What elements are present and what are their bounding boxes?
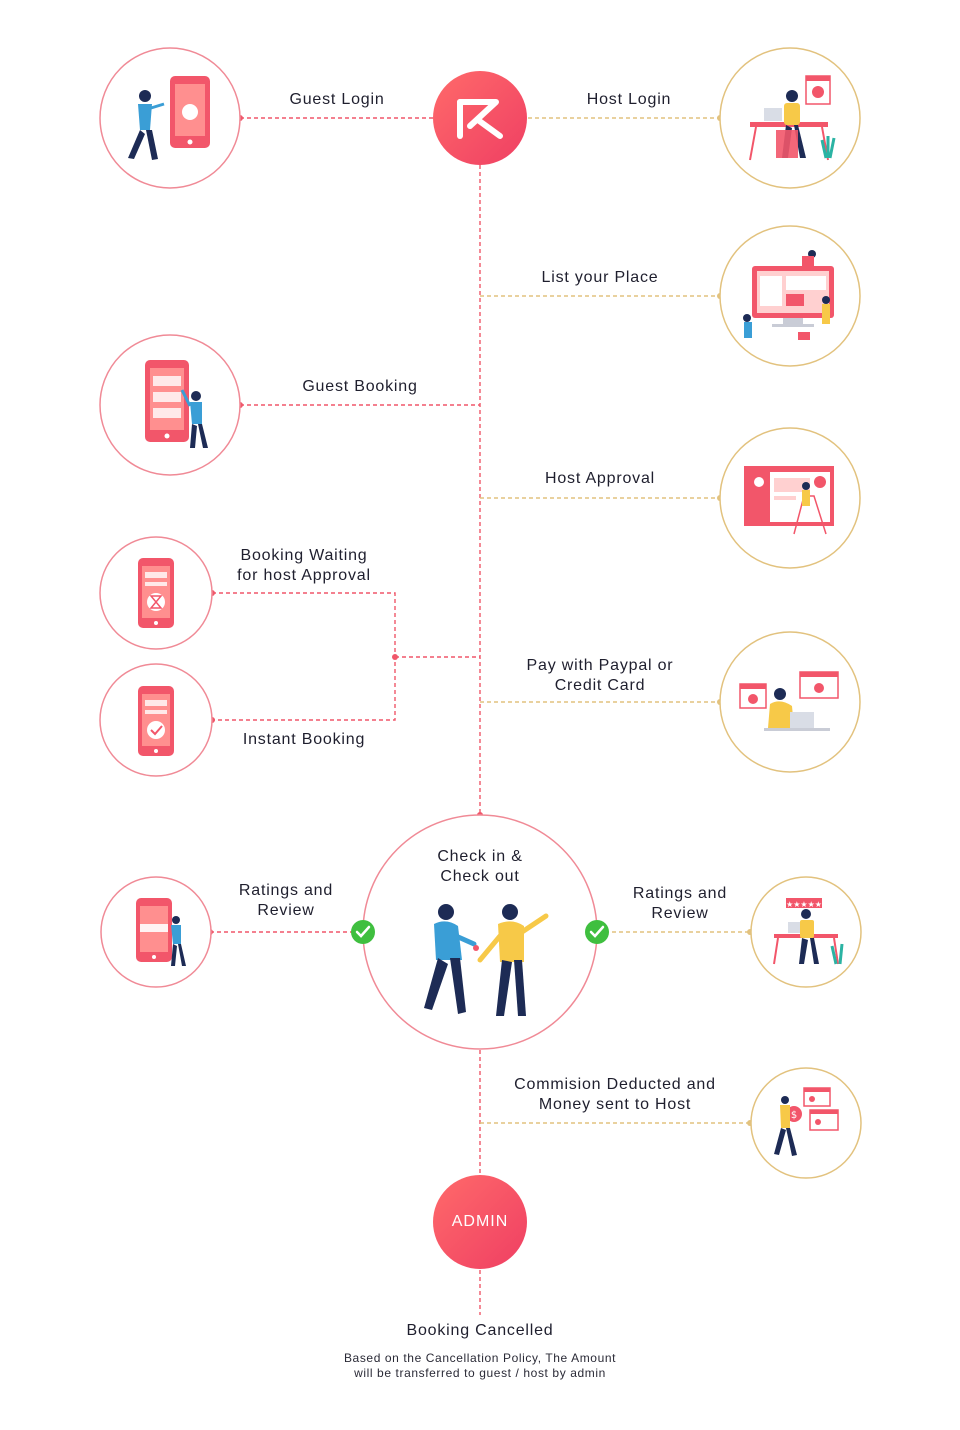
- node-host-login: [719, 47, 861, 189]
- cancellation-note: Based on the Cancellation Policy, The Am…: [343, 1351, 617, 1380]
- label-checkin: Check in & Check out: [437, 848, 523, 885]
- node-guest-login: [99, 47, 241, 189]
- node-pay: [719, 631, 861, 773]
- brand-logo-icon: [457, 99, 503, 139]
- label-host-login: Host Login: [586, 91, 672, 108]
- node-list-place: [719, 225, 861, 367]
- admin-label: ADMIN: [451, 1213, 509, 1230]
- node-ratings-guest: [100, 876, 212, 988]
- host-figure-icon: [477, 904, 549, 1016]
- label-host-approval: Host Approval: [544, 470, 655, 487]
- label-booking-waiting: Booking Waiting for host Approval: [237, 547, 371, 584]
- phone-booking-icon: [145, 360, 208, 448]
- label-ratings-host: Ratings and Review: [632, 885, 728, 922]
- label-booking-cancelled: Booking Cancelled: [406, 1322, 554, 1339]
- dot: [392, 654, 398, 660]
- connectors: [210, 117, 750, 1315]
- node-guest-booking: [99, 334, 241, 476]
- label-commission: Commision Deducted and Money sent to Hos…: [514, 1076, 716, 1113]
- connector-booking-waiting: [212, 592, 396, 721]
- node-host-approval: [719, 427, 861, 569]
- svg-text:$: $: [791, 1110, 797, 1121]
- label-list-place: List your Place: [541, 269, 659, 286]
- logo-hub: [433, 71, 527, 165]
- person-icon: [128, 90, 165, 160]
- checkmark-icon: [351, 920, 375, 944]
- desk-icon: [749, 75, 836, 161]
- svg-text:★★★★★: ★★★★★: [786, 900, 822, 909]
- label-ratings-guest: Ratings and Review: [238, 882, 334, 919]
- label-pay: Pay with Paypal or Credit Card: [526, 657, 674, 694]
- check-phone-icon: [138, 686, 174, 756]
- node-ratings-host: ★★★★★: [750, 876, 862, 988]
- node-commission: $: [750, 1067, 862, 1179]
- monitor-icon: [743, 250, 834, 340]
- payment-icon: [739, 671, 839, 731]
- phone-icon: [170, 76, 210, 148]
- guest-figure-icon: [424, 904, 479, 1014]
- rating-phone-icon: [136, 898, 186, 966]
- node-booking-waiting: [99, 536, 213, 650]
- checkmark-icon: [585, 920, 609, 944]
- label-guest-login: Guest Login: [289, 91, 385, 108]
- label-instant-booking: Instant Booking: [242, 731, 366, 748]
- approval-board-icon: [744, 466, 834, 535]
- label-guest-booking: Guest Booking: [302, 378, 418, 395]
- hourglass-phone-icon: [138, 558, 174, 628]
- money-transfer-icon: $: [774, 1087, 839, 1156]
- admin-hub: [433, 1175, 527, 1269]
- node-instant-booking: [99, 663, 213, 777]
- rating-desk-icon: ★★★★★: [773, 898, 844, 965]
